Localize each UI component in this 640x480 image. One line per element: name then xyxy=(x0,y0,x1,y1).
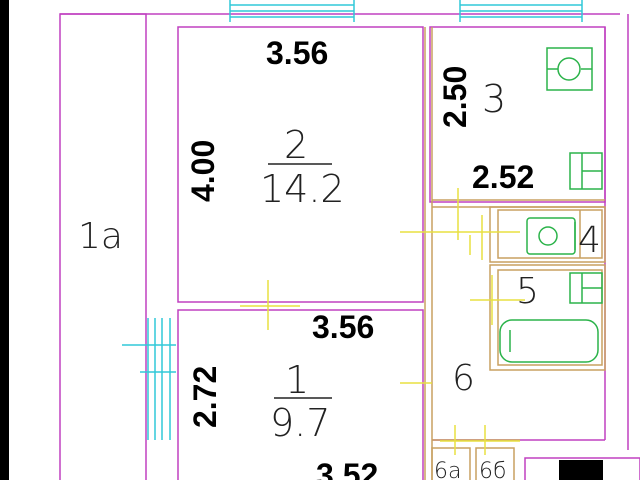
room-4-inner xyxy=(497,209,603,259)
room-area-1: 9.7 xyxy=(270,401,330,445)
room-number-3: 3 xyxy=(482,77,506,121)
room-area-2: 14.2 xyxy=(260,167,345,211)
left-edge-bar xyxy=(0,0,9,480)
dim-room2-height: 4.00 xyxy=(185,140,221,202)
room-2-outline xyxy=(177,26,424,303)
windows xyxy=(122,0,583,440)
room-number-5: 5 xyxy=(516,271,539,312)
outer-walls xyxy=(59,13,640,480)
door-block xyxy=(559,460,603,480)
room-number-1: 1 xyxy=(285,358,309,402)
washing-fixture xyxy=(569,152,603,190)
room-6b-small-outline xyxy=(475,447,515,480)
dimension-ticks xyxy=(240,188,525,455)
dim-room1-width-top: 3.56 xyxy=(312,309,374,345)
window-top-right xyxy=(459,0,583,22)
dim-room2-width: 3.56 xyxy=(266,35,328,71)
washbasin-fixture xyxy=(569,272,603,304)
room-number-4: 4 xyxy=(578,220,601,261)
room-6a-outline xyxy=(431,447,471,480)
fixtures xyxy=(499,47,603,363)
inner-walls xyxy=(424,27,606,480)
dim-room1-width-bottom: 3.52 xyxy=(316,457,378,480)
window-top-left xyxy=(229,0,355,22)
dim-room3-height: 2.50 xyxy=(437,66,473,128)
dim-room1-height: 2.72 xyxy=(187,366,223,428)
room-number-6a: 6a xyxy=(434,459,461,480)
room-5-inner xyxy=(497,269,603,366)
room-number-6: 6 xyxy=(452,358,475,399)
room-number-2: 2 xyxy=(284,123,308,167)
room-number-6b: 6б xyxy=(479,459,506,480)
sink-fixture xyxy=(546,47,593,91)
room-number-1a: 1a xyxy=(78,216,123,257)
room-1-outline xyxy=(177,309,424,480)
bathtub-fixture xyxy=(499,319,599,363)
room-6b-outline xyxy=(524,457,640,480)
dim-room3-width: 2.52 xyxy=(472,159,534,195)
window-left-side xyxy=(122,318,176,440)
room-4-outline xyxy=(489,206,606,263)
room-5-outline xyxy=(489,264,606,371)
toilet-fixture xyxy=(526,217,576,255)
